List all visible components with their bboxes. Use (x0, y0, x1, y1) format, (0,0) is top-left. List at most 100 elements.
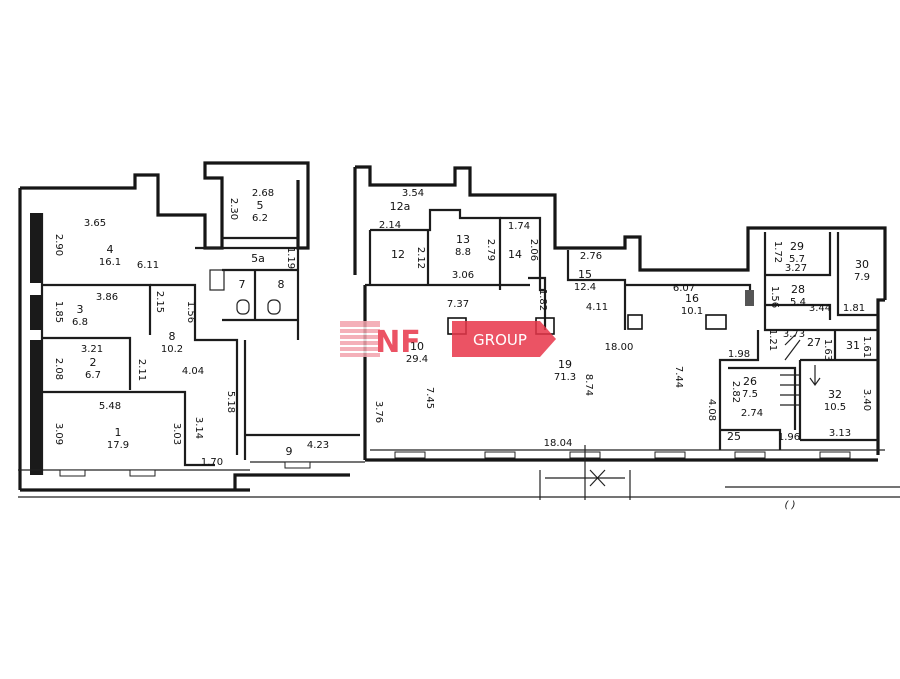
room-area: 6.2 (252, 213, 268, 224)
dimension-label: 2.12 (415, 247, 426, 269)
dimension-label: 3.13 (829, 428, 851, 439)
logo-mark: NF (375, 325, 421, 360)
dimension-label: 2.14 (379, 220, 401, 231)
room-number: 27 (807, 336, 821, 349)
dimension-label: 3.76 (373, 401, 384, 423)
dimension-label: 7.44 (673, 366, 684, 388)
dimension-labels: 3.65 2.90 6.11 3.86 1.85 2.15 3.21 2.08 … (53, 188, 872, 468)
dimension-label: 3.03 (171, 423, 182, 445)
street-band (18, 445, 900, 500)
dimension-label: 3.06 (452, 270, 474, 281)
logo-word: GROUP (473, 331, 527, 349)
room-number: 7 (239, 278, 246, 291)
room-number: 13 (456, 233, 470, 246)
room-labels: 1 17.9 2 6.7 3 6.8 4 16.1 5 6.2 5a 7 8 8… (72, 199, 870, 458)
room-number: 10 (410, 340, 424, 353)
dimension-label: 1.82 (537, 289, 548, 311)
dimension-label: 2.08 (53, 358, 64, 380)
room-number: 29 (790, 240, 804, 253)
dimension-label: 3.09 (53, 423, 64, 445)
room-number: 4 (107, 243, 114, 256)
room-number: 5a (251, 252, 265, 265)
left-facade-wall (30, 213, 42, 475)
dimension-label: 7.37 (447, 299, 469, 310)
dimension-label: 1.61 (861, 336, 872, 358)
room-number: 9 (286, 445, 293, 458)
dimension-label: 1.19 (285, 247, 296, 269)
dimension-label: 3.14 (193, 417, 204, 439)
room-number: 8 (169, 330, 176, 343)
dimension-label: 1.98 (728, 349, 750, 360)
dimension-label: 3.54 (402, 188, 424, 199)
room-number: 14 (508, 248, 522, 261)
dimension-label: 2.06 (528, 239, 539, 261)
dimension-label: 6.07 (673, 283, 695, 294)
interior-walls-right (718, 232, 878, 450)
dimension-label: 8.74 (583, 374, 594, 396)
room-number: 3 (77, 303, 84, 316)
room-area: 17.9 (107, 440, 129, 451)
room-number: 15 (578, 268, 592, 281)
dimension-label: 1.70 (201, 457, 223, 468)
dimension-label: 2.30 (228, 198, 239, 220)
dimension-label: 18.00 (605, 342, 634, 353)
dimension-label: 2.15 (154, 291, 165, 313)
room-area: 16.1 (99, 257, 121, 268)
dimension-label: 1.96 (778, 432, 800, 443)
room-area: 5.4 (790, 297, 806, 308)
dimension-label: 2.74 (741, 408, 763, 419)
dimension-label: 7.45 (424, 387, 435, 409)
dimension-label: 4.04 (182, 366, 204, 377)
room-area: 10.1 (681, 306, 703, 317)
room-number: 28 (791, 283, 805, 296)
dimension-label: 5.48 (99, 401, 121, 412)
room-number: 32 (828, 388, 842, 401)
interior-walls-middle (365, 208, 752, 335)
dimension-label: 2.79 (485, 239, 496, 261)
room-number: 1 (115, 426, 122, 439)
dimension-label: 3.73 (783, 329, 805, 340)
room-number: 5 (257, 199, 264, 212)
dimension-label: 3.44 (809, 303, 831, 314)
room-area: 5.7 (789, 254, 805, 265)
nf-group-logo: NF GROUP (340, 321, 556, 360)
dimension-label: 1.63 (822, 339, 833, 361)
room-area: 10.5 (824, 402, 846, 413)
room-number: 19 (558, 358, 572, 371)
room-number: 30 (855, 258, 869, 271)
dimension-label: 2.82 (730, 381, 741, 403)
dimension-label: 3.86 (96, 292, 118, 303)
dimension-label: 6.11 (137, 260, 159, 271)
room-area: 12.4 (574, 282, 596, 293)
room-number: 16 (685, 292, 699, 305)
room-number: 26 (743, 375, 757, 388)
dimension-label: 4.23 (307, 440, 329, 451)
dimension-label: 1.74 (508, 221, 530, 232)
dimension-label: 2.90 (53, 234, 64, 256)
room-area: 10.2 (161, 344, 183, 355)
interior-walls-left (40, 213, 360, 475)
dimension-label: 3.21 (81, 344, 103, 355)
dimension-label: 1.81 (843, 303, 865, 314)
room-area: 7.5 (742, 389, 758, 400)
dimension-label: 1.85 (53, 301, 64, 323)
room-number: 2 (90, 356, 97, 369)
room-number: 8 (278, 278, 285, 291)
room-area: 6.7 (85, 370, 101, 381)
street-label: ( ) (785, 500, 796, 511)
dimension-label: 2.68 (252, 188, 274, 199)
dimension-label: 4.08 (706, 399, 717, 421)
dimension-label: 1.21 (767, 329, 778, 351)
dimension-label: 18.04 (544, 438, 573, 449)
dimension-label: 2.11 (136, 359, 147, 381)
dimension-label: 1.56 (769, 286, 780, 308)
room-area: 71.3 (554, 372, 576, 383)
dimension-label: 1.56 (185, 301, 196, 323)
room-area: 7.9 (854, 272, 870, 283)
outer-walls (18, 161, 887, 492)
dimension-label: 3.27 (785, 263, 807, 274)
dimension-label: 3.40 (861, 389, 872, 411)
dimension-label: 4.11 (586, 302, 608, 313)
dimension-label: 3.65 (84, 218, 106, 229)
